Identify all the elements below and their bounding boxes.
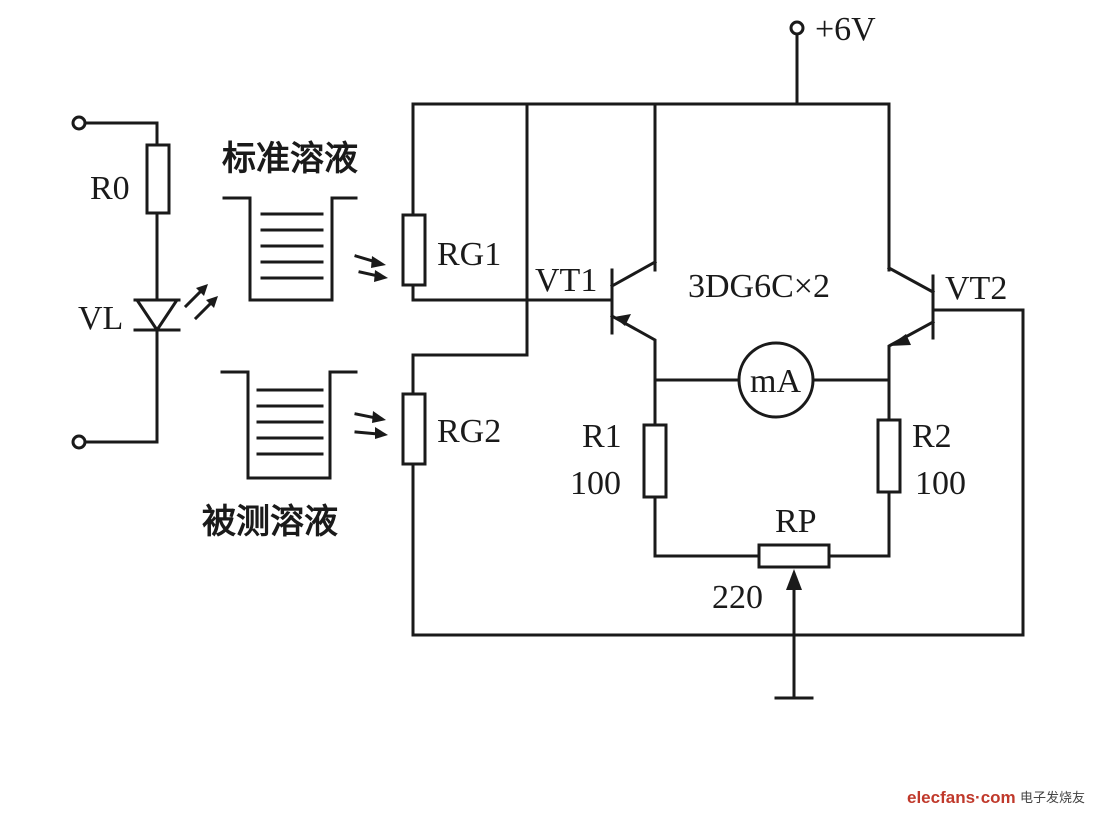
photoresistor-rg2 [401, 392, 427, 466]
supply-terminal [789, 20, 805, 36]
label-standard-solution: 标准溶液 [222, 139, 358, 179]
label-rp-value: 220 [712, 579, 763, 616]
watermark-cn: 电子发烧友 [1020, 790, 1085, 806]
transistor-vt2 [886, 265, 936, 382]
label-vl: VL [78, 300, 123, 337]
milliammeter [737, 341, 815, 419]
label-test-solution: 被测溶液 [202, 502, 338, 542]
label-supply: +6V [815, 11, 876, 48]
beaker-standard [222, 196, 358, 302]
light-arrows-rg2 [354, 411, 388, 439]
label-rg2: RG2 [437, 413, 501, 450]
photoresistor-rg1 [401, 213, 427, 287]
resistor-r1 [642, 423, 668, 499]
label-r0: R0 [90, 170, 130, 207]
label-rg1: RG1 [437, 236, 501, 273]
input-terminal-top [71, 115, 87, 131]
label-vt1: VT1 [535, 262, 597, 299]
label-rp: RP [775, 503, 817, 540]
label-r1-value: 100 [570, 465, 621, 502]
label-transistor-type: 3DG6C×2 [688, 268, 830, 305]
beaker-test [220, 370, 358, 480]
resistor-r0 [145, 143, 171, 215]
led-branch [71, 115, 218, 450]
resistor-r2 [876, 418, 902, 494]
transistor-vt1 [609, 259, 658, 382]
led-vl [133, 284, 218, 333]
light-arrows-rg1 [354, 254, 388, 282]
label-r2-value: 100 [915, 465, 966, 502]
watermark-site: elecfans·com [907, 788, 1016, 807]
label-r1: R1 [582, 418, 622, 455]
input-terminal-bottom [71, 434, 87, 450]
label-meter: mA [750, 363, 801, 400]
label-vt2: VT2 [945, 270, 1007, 307]
potentiometer-rp [757, 543, 831, 569]
label-r2: R2 [912, 418, 952, 455]
